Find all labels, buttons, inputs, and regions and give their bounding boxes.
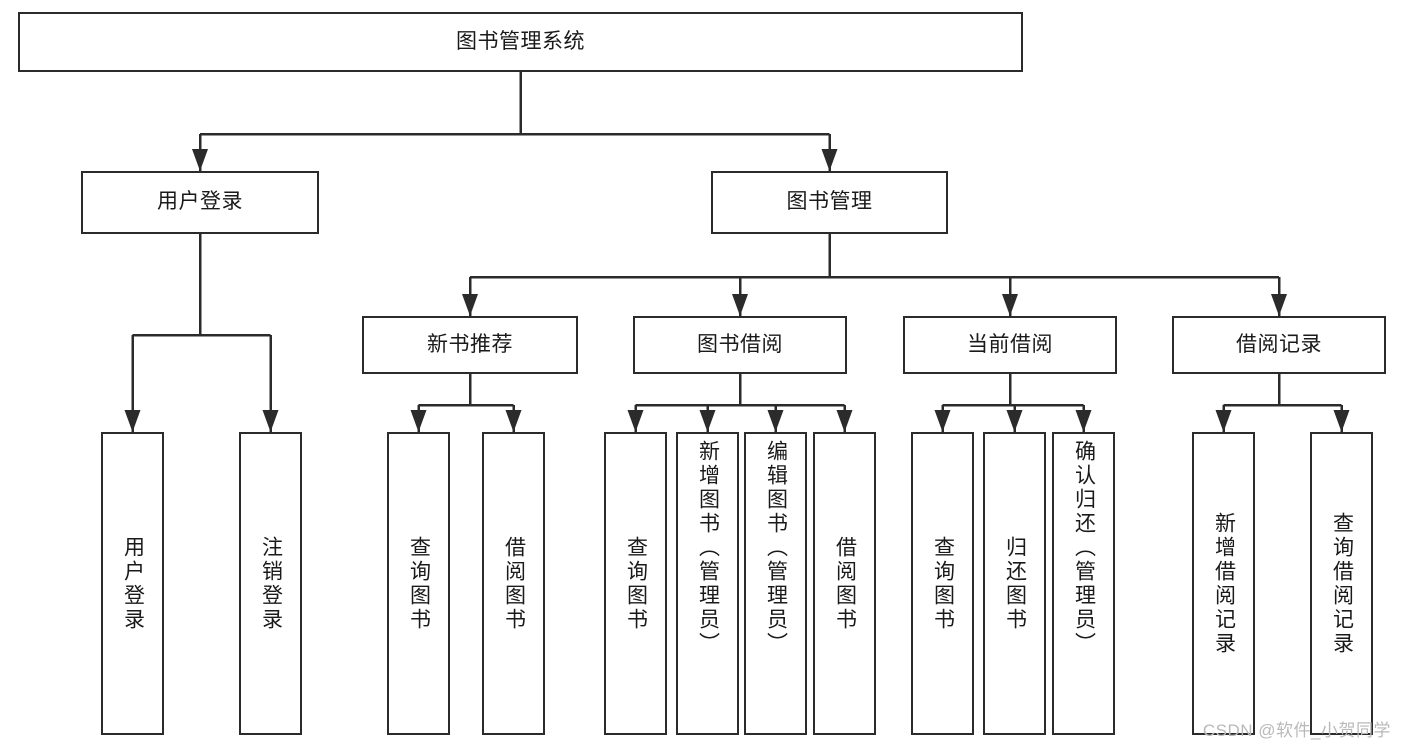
edge-arrowhead (192, 149, 208, 171)
node-label: 查询图书 (931, 535, 955, 632)
node-leaf_add_book[interactable]: 新增图书（管理员） (676, 432, 739, 735)
edge-arrowhead (1002, 294, 1018, 316)
edge-arrowhead (627, 410, 644, 432)
node-leaf_query_book_2[interactable]: 查询图书 (604, 432, 667, 735)
node-leaf_confirm_return[interactable]: 确认归还（管理员） (1052, 432, 1115, 735)
node-leaf_borrow_book_1[interactable]: 借阅图书 (482, 432, 545, 735)
node-records[interactable]: 借阅记录 (1172, 316, 1386, 374)
edge-arrowhead (836, 410, 853, 432)
node-label: 查询借阅记录 (1330, 511, 1354, 656)
node-label: 注销登录 (259, 535, 283, 632)
node-leaf_edit_book[interactable]: 编辑图书（管理员） (744, 432, 807, 735)
node-label: 当前借阅 (967, 332, 1053, 356)
node-label: 用户登录 (157, 190, 243, 214)
edge-arrowhead (699, 410, 716, 432)
node-leaf_return_book[interactable]: 归还图书 (983, 432, 1046, 735)
node-borrow[interactable]: 图书借阅 (633, 316, 847, 374)
node-label: 用户登录 (121, 535, 145, 632)
node-label: 新增图书（管理员） (696, 440, 720, 656)
node-label: 归还图书 (1003, 535, 1027, 632)
edge-arrowhead (505, 410, 522, 432)
node-label: 确认归还（管理员） (1072, 440, 1096, 656)
edge-arrowhead (1215, 410, 1232, 432)
node-leaf_borrow_book_2[interactable]: 借阅图书 (813, 432, 876, 735)
edge-arrowhead (410, 410, 427, 432)
node-newbook[interactable]: 新书推荐 (362, 316, 578, 374)
edge-arrowhead (1006, 410, 1023, 432)
node-label: 查询图书 (407, 535, 431, 632)
node-label: 借阅记录 (1236, 332, 1322, 356)
node-label: 借阅图书 (502, 535, 526, 632)
node-leaf_query_book_3[interactable]: 查询图书 (911, 432, 974, 735)
node-label: 图书管理 (786, 190, 873, 214)
edge-arrowhead (462, 294, 478, 316)
edge-arrowhead (124, 410, 141, 432)
edge-arrowhead (1075, 410, 1092, 432)
edge-arrowhead (732, 294, 748, 316)
node-current[interactable]: 当前借阅 (903, 316, 1117, 374)
edge-arrowhead (934, 410, 951, 432)
node-leaf_query_record[interactable]: 查询借阅记录 (1310, 432, 1373, 735)
edge-arrowhead (262, 410, 279, 432)
node-label: 编辑图书（管理员） (764, 440, 788, 656)
node-label: 图书借阅 (697, 332, 783, 356)
edge-arrowhead (767, 410, 784, 432)
node-label: 查询图书 (624, 535, 648, 632)
edge-arrowhead (1333, 410, 1350, 432)
edge-arrowhead (1271, 294, 1287, 316)
node-leaf_user_logout[interactable]: 注销登录 (239, 432, 302, 735)
node-login[interactable]: 用户登录 (81, 171, 319, 234)
node-label: 借阅图书 (833, 535, 857, 632)
node-leaf_user_login[interactable]: 用户登录 (101, 432, 164, 735)
node-label: 图书管理系统 (456, 29, 585, 53)
watermark-label: CSDN @软件_小贺同学 (1202, 721, 1391, 740)
node-label: 新书推荐 (427, 332, 513, 356)
node-bookmgmt[interactable]: 图书管理 (711, 171, 948, 234)
node-leaf_add_record[interactable]: 新增借阅记录 (1192, 432, 1255, 735)
node-label: 新增借阅记录 (1212, 511, 1236, 656)
edge-arrowhead (821, 149, 838, 171)
node-leaf_query_book_1[interactable]: 查询图书 (387, 432, 450, 735)
node-root[interactable]: 图书管理系统 (18, 12, 1023, 72)
